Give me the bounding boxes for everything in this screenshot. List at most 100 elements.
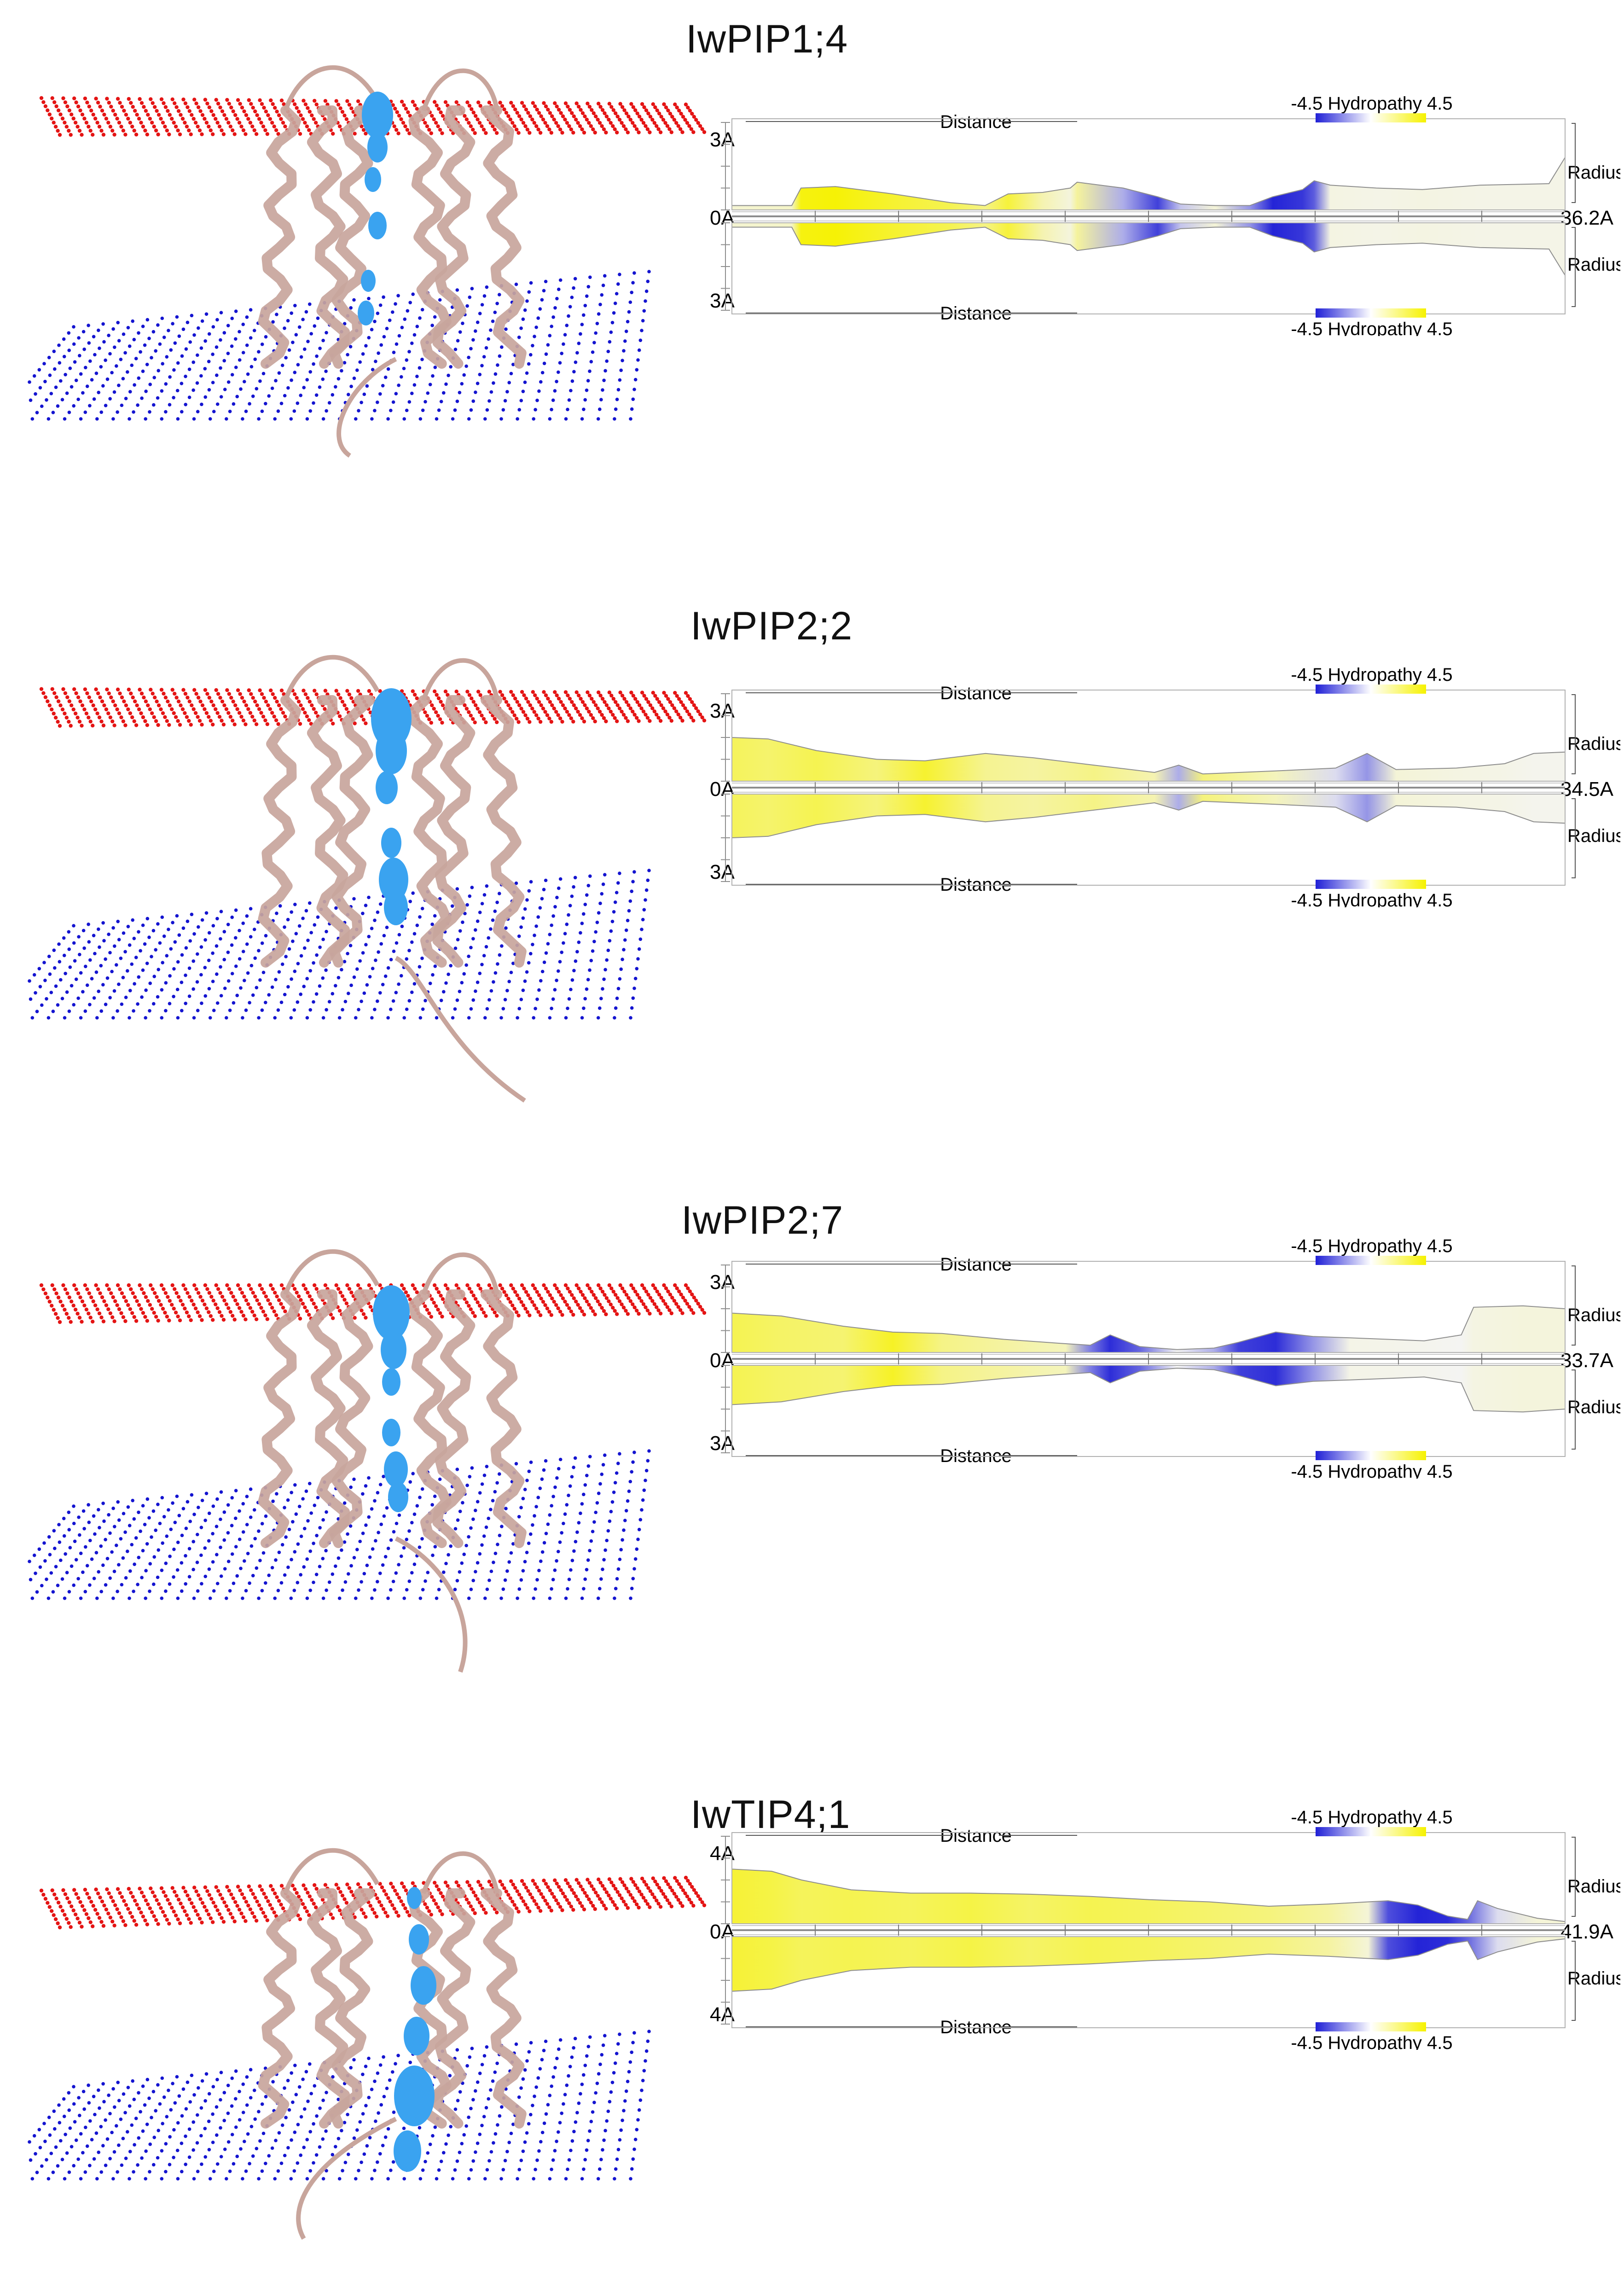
membrane-dot	[360, 124, 364, 128]
membrane-dot	[211, 722, 215, 727]
membrane-dot	[304, 2070, 308, 2074]
membrane-dot	[128, 1016, 131, 1020]
membrane-dot	[260, 1522, 264, 1526]
membrane-dot	[58, 2121, 62, 2124]
membrane-dot	[186, 105, 190, 110]
membrane-dot	[35, 1010, 39, 1014]
membrane-dot	[170, 97, 174, 101]
membrane-dot	[72, 941, 76, 945]
membrane-dot	[122, 109, 126, 113]
membrane-dot	[596, 1894, 600, 1898]
membrane-dot	[607, 1893, 611, 1897]
membrane-dot	[87, 341, 91, 345]
membrane-dot	[203, 1546, 207, 1550]
membrane-dot	[345, 1882, 349, 1886]
membrane-dot	[117, 339, 121, 342]
membrane-dot	[517, 2095, 521, 2099]
membrane-dot	[336, 1287, 341, 1291]
membrane-dot	[560, 719, 564, 724]
membrane-dot	[418, 1596, 423, 1600]
membrane-dot	[520, 690, 524, 694]
membrane-dot	[310, 703, 314, 708]
membrane-dot	[536, 1310, 540, 1314]
membrane-dot	[568, 305, 572, 309]
membrane-dot	[515, 717, 519, 721]
membrane-dot	[157, 113, 161, 117]
membrane-dot	[340, 700, 345, 704]
membrane-dot	[145, 318, 150, 322]
membrane-dot	[484, 346, 488, 350]
membrane-dot	[28, 380, 31, 384]
membrane-dot	[449, 365, 452, 369]
membrane-dot	[538, 906, 542, 910]
membrane-dot	[598, 1286, 603, 1291]
membrane-dot	[462, 373, 466, 377]
membrane-dot	[555, 296, 559, 301]
membrane-dot	[484, 1911, 488, 1915]
membrane-dot	[610, 2081, 615, 2084]
membrane-dot	[521, 1303, 526, 1307]
membrane-dot	[116, 920, 120, 923]
membrane-dot	[68, 965, 72, 969]
membrane-dot	[279, 1903, 283, 1907]
membrane-dot	[458, 330, 462, 334]
membrane-dot	[557, 2130, 560, 2134]
membrane-dot	[635, 700, 639, 704]
membrane-dot	[249, 935, 253, 939]
membrane-dot	[208, 1016, 212, 1020]
membrane-dot	[640, 1283, 644, 1288]
membrane-dot	[523, 2068, 527, 2072]
membrane-dot	[34, 1572, 37, 1575]
membrane-dot	[651, 1283, 655, 1288]
membrane-dot	[563, 1300, 567, 1304]
membrane-dot	[100, 1295, 104, 1300]
membrane-dot	[146, 1299, 150, 1303]
membrane-dot	[601, 284, 605, 287]
membrane-dot	[615, 1312, 619, 1316]
membrane-dot	[145, 1542, 149, 1546]
membrane-dot	[290, 2071, 293, 2075]
radius-max-label-bottom: 3A	[710, 290, 735, 312]
membrane-dot	[77, 719, 82, 724]
membrane-dot	[361, 911, 365, 916]
membrane-dot	[644, 1289, 649, 1294]
membrane-dot	[63, 100, 68, 104]
membrane-dot	[126, 1505, 130, 1509]
membrane-dot	[374, 1915, 379, 1919]
membrane-dot	[222, 957, 226, 962]
membrane-dot	[69, 1320, 73, 1324]
membrane-dot	[257, 417, 261, 421]
membrane-dot	[371, 967, 375, 970]
membrane-dot	[493, 310, 497, 314]
membrane-dot	[621, 124, 626, 128]
membrane-dot	[341, 1588, 344, 1592]
membrane-dot	[573, 277, 577, 281]
membrane-dot	[277, 113, 281, 117]
membrane-dot	[168, 974, 172, 978]
membrane-dot	[323, 1283, 328, 1288]
membrane-dot	[88, 359, 92, 363]
membrane-dot	[564, 1016, 568, 1020]
membrane-dot	[191, 2148, 195, 2152]
membrane-dot	[533, 934, 536, 937]
membrane-dot	[87, 324, 90, 327]
membrane-dot	[391, 103, 395, 107]
membrane-dot	[153, 1291, 157, 1295]
membrane-dot	[582, 130, 586, 135]
membrane-dot	[112, 989, 116, 993]
membrane-dot	[308, 2062, 312, 2066]
membrane-dot	[190, 313, 194, 318]
membrane-dot	[107, 1891, 111, 1895]
membrane-dot	[87, 1520, 91, 1524]
membrane-dot	[128, 1307, 132, 1311]
membrane-dot	[180, 382, 184, 385]
membrane-dot	[661, 706, 666, 710]
membrane-dot	[603, 2129, 607, 2133]
membrane-dot	[600, 1900, 604, 1904]
membrane-dot	[116, 97, 120, 101]
membrane-dot	[223, 388, 227, 391]
membrane-dot	[176, 2121, 180, 2125]
membrane-dot	[523, 907, 527, 911]
membrane-dot	[586, 285, 591, 289]
membrane-dot	[455, 1579, 459, 1583]
